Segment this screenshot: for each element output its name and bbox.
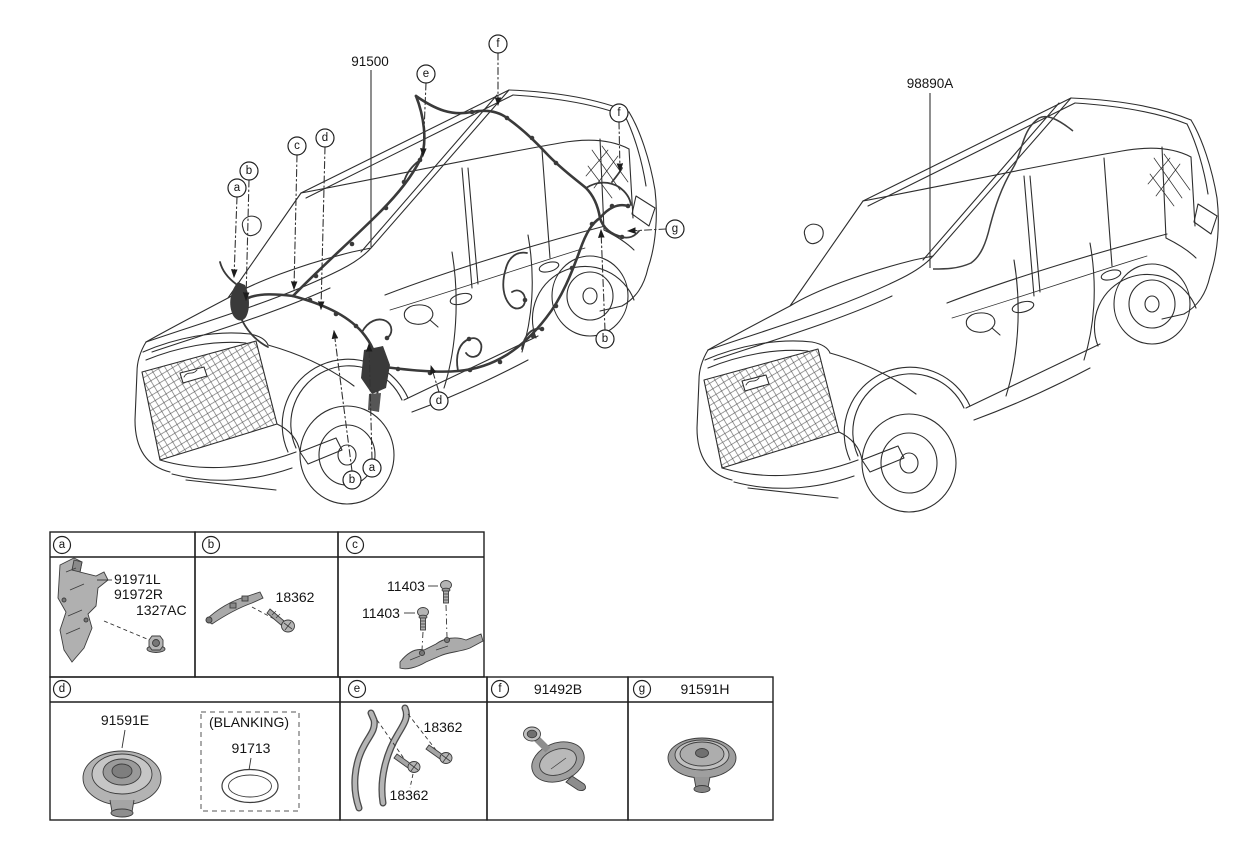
leader-line — [407, 713, 437, 751]
label-antenna-98890a[interactable]: 98890A — [907, 76, 954, 268]
leader-line — [103, 620, 148, 640]
label-harness-91500[interactable]: 91500 — [351, 54, 389, 247]
part-number-11403-lower[interactable]: 11403 — [362, 605, 400, 621]
part-number-91713[interactable]: 91713 — [232, 740, 271, 756]
leader-line — [445, 604, 448, 638]
nut-1327ac-icon — [146, 635, 166, 653]
table-cell-b — [194, 531, 339, 678]
callout-d-top[interactable]: d — [315, 128, 335, 311]
cell-e-content: 18362 18362 — [351, 704, 463, 812]
callout-b-bottom[interactable]: b — [331, 329, 362, 490]
parts-table: a b c d e f g — [49, 531, 774, 821]
svg-text:e: e — [423, 68, 429, 80]
table-cell-d — [49, 676, 341, 821]
left-car-line-art — [134, 89, 657, 505]
svg-text:b: b — [246, 165, 252, 177]
table-letter-e: e — [347, 679, 367, 699]
cell-b-content: 18362 — [205, 589, 315, 633]
right-car-line-art — [696, 97, 1219, 513]
part-number-18362-b[interactable]: 18362 — [276, 589, 315, 605]
callout-a-bottom[interactable]: a — [362, 342, 382, 478]
part-number-18362-e-lower[interactable]: 18362 — [390, 787, 429, 803]
callout-b-top[interactable]: b — [239, 161, 259, 302]
cell-c-content: 11403 11403 — [362, 578, 484, 670]
screw-icon — [266, 608, 295, 633]
part-number-91591h[interactable]: 91591H — [680, 681, 729, 697]
part-number-91492b[interactable]: 91492B — [534, 681, 582, 697]
bolt-icon — [417, 607, 429, 631]
cell-d-content: 91591E (BLANKING) 91713 — [82, 711, 300, 818]
part-number-91591e[interactable]: 91591E — [101, 712, 149, 728]
svg-text:f: f — [496, 38, 500, 50]
callout-c[interactable]: c — [287, 136, 307, 291]
table-letter-g: g — [632, 679, 652, 699]
svg-text:c: c — [294, 140, 300, 152]
grommet-91591e-icon — [82, 750, 162, 818]
table-letter-d: d — [52, 679, 72, 699]
part-number-11403-upper[interactable]: 11403 — [387, 578, 425, 594]
callout-f-top[interactable]: f — [488, 34, 508, 107]
svg-text:g: g — [672, 223, 678, 235]
leader-line — [376, 719, 406, 761]
table-letter-c: c — [345, 535, 365, 555]
svg-text:b: b — [602, 333, 608, 345]
svg-text:g: g — [639, 683, 645, 695]
leader-line — [421, 631, 424, 651]
svg-text:a: a — [234, 182, 241, 194]
table-letter-b: b — [201, 535, 221, 555]
cell-g-content — [667, 737, 737, 793]
svg-text:e: e — [354, 683, 360, 695]
blanking-ring-icon — [221, 768, 279, 804]
bracket-18362-icon — [205, 591, 264, 625]
svg-text:b: b — [208, 539, 214, 551]
callout-d-bottom[interactable]: d — [429, 364, 449, 411]
leader-line — [121, 729, 126, 749]
svg-text:f: f — [617, 107, 621, 119]
bracket-11403-icon — [399, 633, 484, 670]
svg-text:d: d — [322, 132, 328, 144]
grommet-91591h-icon — [667, 737, 737, 793]
cell-a-content: 91971L 91972R 1327AC — [57, 557, 187, 663]
left-car-wiring-harness — [219, 94, 640, 411]
part-number-91500[interactable]: 91500 — [351, 54, 389, 69]
part-number-91972r[interactable]: 91972R — [114, 586, 163, 602]
svg-text:f: f — [498, 683, 502, 695]
screw-icon — [425, 744, 453, 764]
table-cell-g — [627, 676, 774, 821]
leader-line — [409, 773, 414, 789]
cell-f-content — [523, 726, 587, 791]
part-number-18362-e-upper[interactable]: 18362 — [424, 719, 463, 735]
part-number-1327ac[interactable]: 1327AC — [136, 602, 187, 618]
table-letter-f: f — [490, 679, 510, 699]
callout-b-rear[interactable]: b — [595, 228, 615, 349]
bolt-icon — [440, 580, 452, 604]
callout-e[interactable]: e — [416, 64, 436, 158]
svg-text:a: a — [59, 539, 66, 551]
callout-g[interactable]: g — [626, 219, 685, 239]
blanking-box — [200, 711, 300, 812]
svg-text:d: d — [436, 395, 442, 407]
svg-text:d: d — [59, 683, 65, 695]
leader-line — [248, 757, 252, 771]
table-header-letters: a b c d e f g — [52, 535, 730, 699]
part-number-91971l[interactable]: 91971L — [114, 571, 161, 587]
svg-text:b: b — [349, 474, 355, 486]
table-letter-a: a — [52, 535, 72, 555]
svg-text:c: c — [352, 539, 358, 551]
screw-icon — [393, 753, 421, 773]
grommet-91492b-icon — [523, 726, 587, 791]
svg-text:a: a — [369, 462, 376, 474]
blanking-label: (BLANKING) — [209, 714, 289, 730]
part-number-98890a[interactable]: 98890A — [907, 76, 954, 91]
harness-connector-blobs — [230, 282, 390, 412]
callout-a-top[interactable]: a — [227, 178, 247, 279]
right-car-antenna-wire — [932, 115, 1074, 270]
wire-clip-icons — [351, 704, 410, 812]
bracket-91971-icon — [57, 557, 109, 663]
car-callouts: a b c d e f f — [227, 34, 685, 490]
callout-f-rear[interactable]: f — [609, 103, 629, 173]
